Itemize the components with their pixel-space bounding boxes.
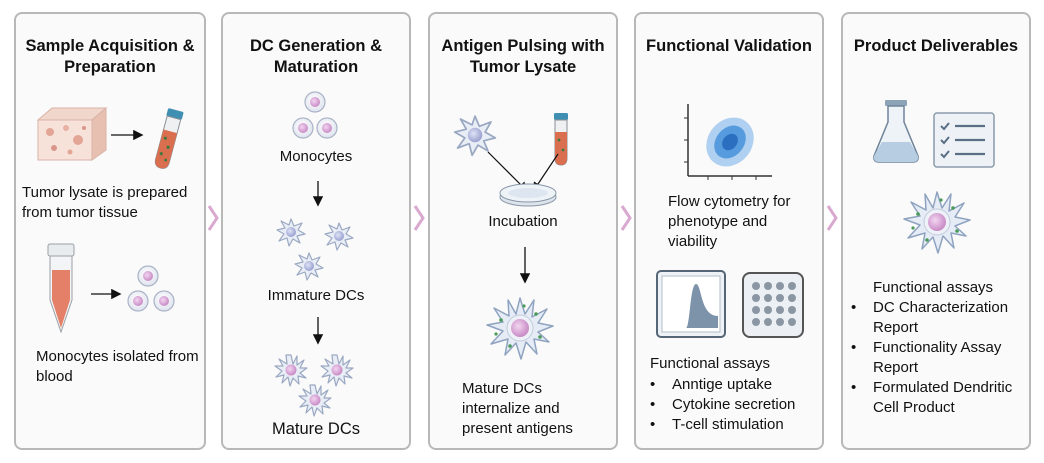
mature-dcs-label: Mature DCs (271, 420, 361, 438)
list-item: Functionality Assay Report (847, 338, 1033, 378)
panel-sample-acquisition: Sample Acquisition & Preparation Tumor l… (14, 12, 206, 450)
flow-cytometry-label: Flow cytometry for phenotype and viabili… (668, 193, 791, 250)
flow-cytometry-plot-icon (684, 104, 772, 180)
lysate-tube-icon (554, 113, 568, 166)
panel-title: Product Deliverables (853, 37, 1019, 55)
lysate-tube-icon (154, 108, 184, 169)
monocytes-icon (127, 265, 175, 312)
functional-assays-heading: Functional assays (650, 355, 771, 372)
checklist-icon (933, 112, 995, 168)
arrow-icon (111, 129, 144, 141)
arrow-icon (519, 247, 531, 284)
panel-functional-validation: Functional Validation Flow cytometry for… (634, 12, 824, 450)
list-item: DC Characterization Report (847, 298, 1033, 338)
tumor-tissue-icon (36, 106, 108, 161)
monocytes-isolated-label: Monocytes isolated from blood (36, 348, 199, 385)
panel-dc-generation: DC Generation & Maturation Monocytes Imm… (221, 12, 411, 450)
monocytes-icon (292, 91, 338, 139)
chevron-right-icon (413, 205, 425, 231)
mature-dcs-icon (274, 354, 354, 417)
deliverables-list: DC Characterization Report Functionality… (847, 298, 1033, 418)
list-item: Formulated Dendritic Cell Product (847, 378, 1033, 418)
monocytes-label: Monocytes (279, 148, 353, 165)
chevron-right-icon (207, 205, 219, 231)
list-item: T-cell stimulation (646, 415, 822, 435)
immature-dcs-label: Immature DCs (267, 287, 365, 304)
panel-antigen-pulsing: Antigen Pulsing with Tumor Lysate Incuba… (428, 12, 618, 450)
panel-title: Sample Acquisition & Preparation (25, 37, 195, 76)
panel-title: Functional Validation (646, 37, 812, 55)
arrows-icon (487, 151, 559, 192)
chevron-right-icon (620, 205, 632, 231)
dendritic-cell-product-icon (903, 191, 971, 254)
immature-dcs-icon (276, 218, 354, 281)
incubation-label: Incubation (488, 213, 558, 230)
deliverables-heading: Functional assays (873, 279, 994, 296)
arrow-icon (312, 317, 324, 345)
panel-title: Antigen Pulsing with Tumor Lysate (441, 37, 605, 76)
arrow-icon (91, 288, 122, 300)
assay-graph-icon (656, 270, 726, 338)
mature-dc-icon (486, 297, 554, 360)
petri-dish-icon (499, 183, 557, 207)
mature-dcs-present-label: Mature DCs internalize and present antig… (462, 380, 573, 437)
panel-product-deliverables: Product Deliverables Functional assays D… (841, 12, 1031, 450)
functional-assays-list: Anntige uptake Cytokine secretion T-cell… (646, 375, 822, 435)
list-item: Cytokine secretion (646, 395, 822, 415)
blood-tube-icon (47, 243, 75, 334)
arrow-icon (312, 181, 324, 207)
list-item: Anntige uptake (646, 375, 822, 395)
well-plate-icon (742, 272, 804, 338)
panel-title: DC Generation & Maturation (249, 37, 383, 76)
tumor-lysate-label: Tumor lysate is prepared from tumor tiss… (22, 184, 188, 221)
flask-icon (873, 100, 919, 163)
chevron-right-icon (826, 205, 838, 231)
